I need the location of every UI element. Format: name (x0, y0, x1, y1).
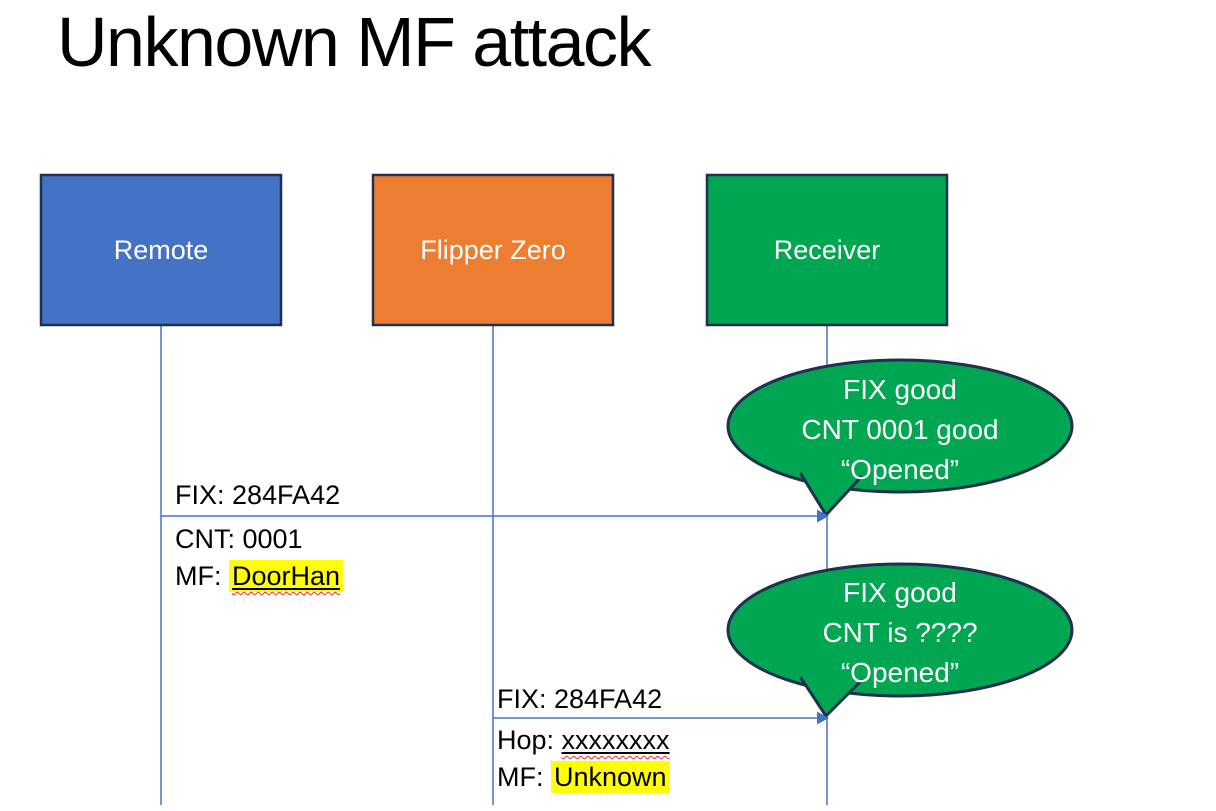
message-2-hop-line: Hop: xxxxxxxx (497, 722, 670, 759)
message-1-cnt-prefix: CNT: (175, 524, 243, 554)
message-2-hop-value: xxxxxxxx (561, 725, 670, 755)
message-2-mf-value: Unknown (551, 761, 670, 793)
message-1-fix-label: FIX: 284FA42 (175, 480, 341, 510)
message-2-hop-prefix: Hop: (497, 725, 562, 755)
message-arrow-1 (161, 509, 829, 523)
message-2-hop-value-squiggle: xxxxxxxx (562, 725, 670, 755)
callout-2-tail (798, 672, 864, 717)
callout-1-tail-outline (799, 472, 863, 517)
flipper-zero-box (371, 173, 615, 327)
callout-1-ellipse (726, 358, 1074, 494)
message-2-fix-label: FIX: 284FA42 (497, 684, 663, 714)
slide-title: Unknown MF attack (57, 3, 652, 81)
message-1-mf-prefix: MF: (175, 561, 229, 591)
callout-bubble-2 (726, 562, 1074, 718)
message-1-detail-labels: CNT: 0001 MF: DoorHan (175, 521, 344, 595)
message-1-mf-value-highlight: DoorHan (229, 560, 344, 592)
message-arrow-2-head (817, 711, 829, 725)
message-1-cnt-line: CNT: 0001 (175, 521, 343, 558)
remote-box (39, 173, 283, 327)
message-arrow-1-head (817, 509, 829, 523)
message-2-detail-labels: Hop: xxxxxxxx MF: Unknown (497, 722, 670, 796)
receiver-box (705, 173, 949, 327)
message-1-mf-line: MF: DoorHan (175, 558, 344, 595)
message-2-mf-prefix: MF: (497, 762, 551, 792)
callout-2-tail-outline (799, 676, 863, 718)
callout-1-tail (798, 468, 864, 516)
callout-bubble-1 (726, 358, 1074, 517)
callout-2-ellipse (726, 562, 1074, 698)
message-1-mf-value: DoorHan (232, 561, 341, 591)
message-arrow-2 (493, 711, 829, 725)
message-1-cnt-value: 0001 (242, 524, 303, 554)
message-2-mf-line: MF: Unknown (497, 759, 670, 796)
